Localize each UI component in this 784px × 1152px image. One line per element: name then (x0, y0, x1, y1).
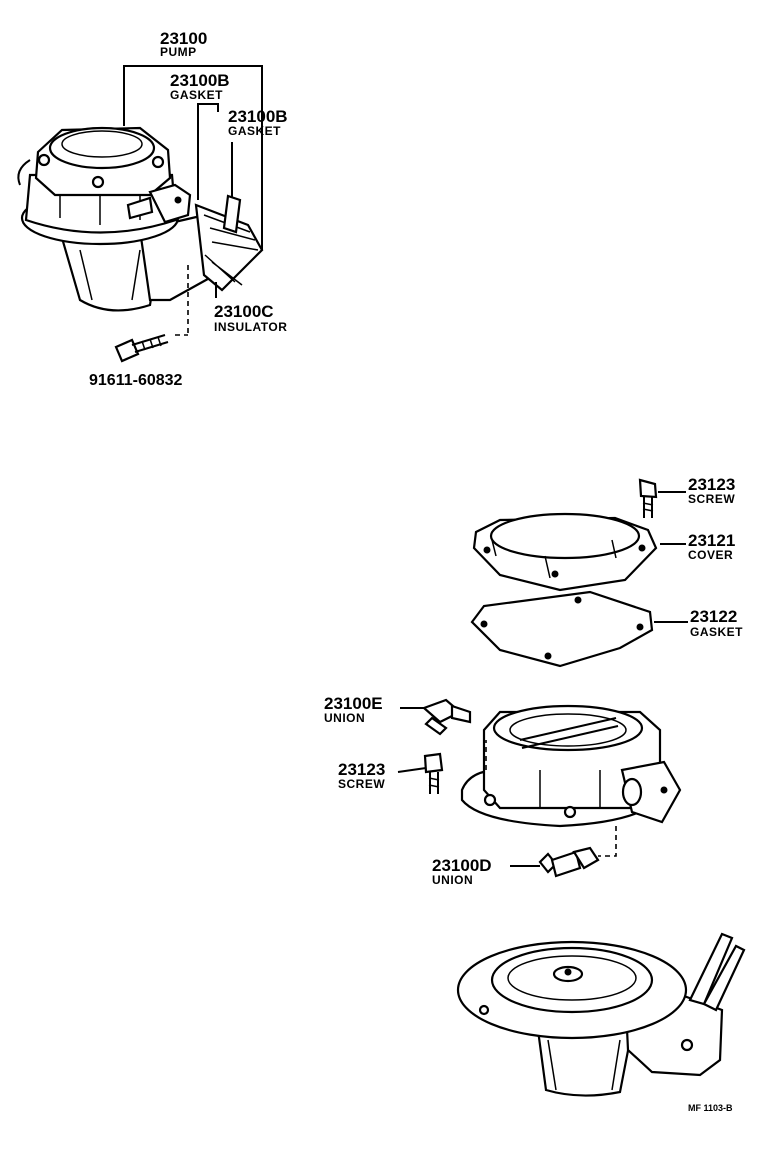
insulator-part-name: INSULATOR (214, 320, 288, 334)
screw-body-part-name: SCREW (338, 777, 386, 791)
figure-code: MF 1103-B (688, 1103, 733, 1113)
gasket-cover-part-name: GASKET (690, 625, 744, 639)
pump-body-drawing (460, 704, 682, 857)
screw-top-part-number: 23123 (688, 475, 736, 494)
union-d-part-number: 23100D (432, 856, 492, 875)
union-e-part-number: 23100E (324, 694, 383, 713)
pump-part-name: PUMP (160, 45, 197, 59)
gasket-b1-part-name: GASKET (170, 88, 224, 102)
union-e-part-name: UNION (324, 711, 366, 725)
cover-screw-drawing (638, 478, 658, 518)
pump-leader-lines (123, 65, 263, 298)
bolt-part-number: 91611-60832 (89, 372, 183, 389)
union-d-part-name: UNION (432, 873, 474, 887)
gasket-b1-part-number: 23100B (170, 71, 230, 90)
screw-body-leader (397, 767, 427, 773)
pump-part-number: 23100 (160, 29, 208, 48)
union-d-drawing (538, 846, 600, 878)
pump-assembly-drawing (17, 126, 264, 336)
insulator-part-number: 23100C (214, 302, 274, 321)
pump-bottom-drawing (456, 932, 746, 1097)
screw-body-part-number: 23123 (338, 760, 386, 779)
gasket-cover-part-number: 23122 (690, 607, 738, 626)
cover-drawing (472, 512, 658, 592)
gasket-b2-part-number: 23100B (228, 107, 288, 126)
bolt-drawing (114, 334, 169, 363)
screw-body-drawing (423, 752, 444, 794)
screw-top-part-name: SCREW (688, 492, 736, 506)
cover-part-name: COVER (688, 548, 734, 562)
cover-gasket-drawing (470, 590, 654, 668)
cover-part-number: 23121 (688, 531, 736, 550)
union-e-drawing (421, 698, 472, 736)
gasket-b2-part-name: GASKET (228, 124, 282, 138)
